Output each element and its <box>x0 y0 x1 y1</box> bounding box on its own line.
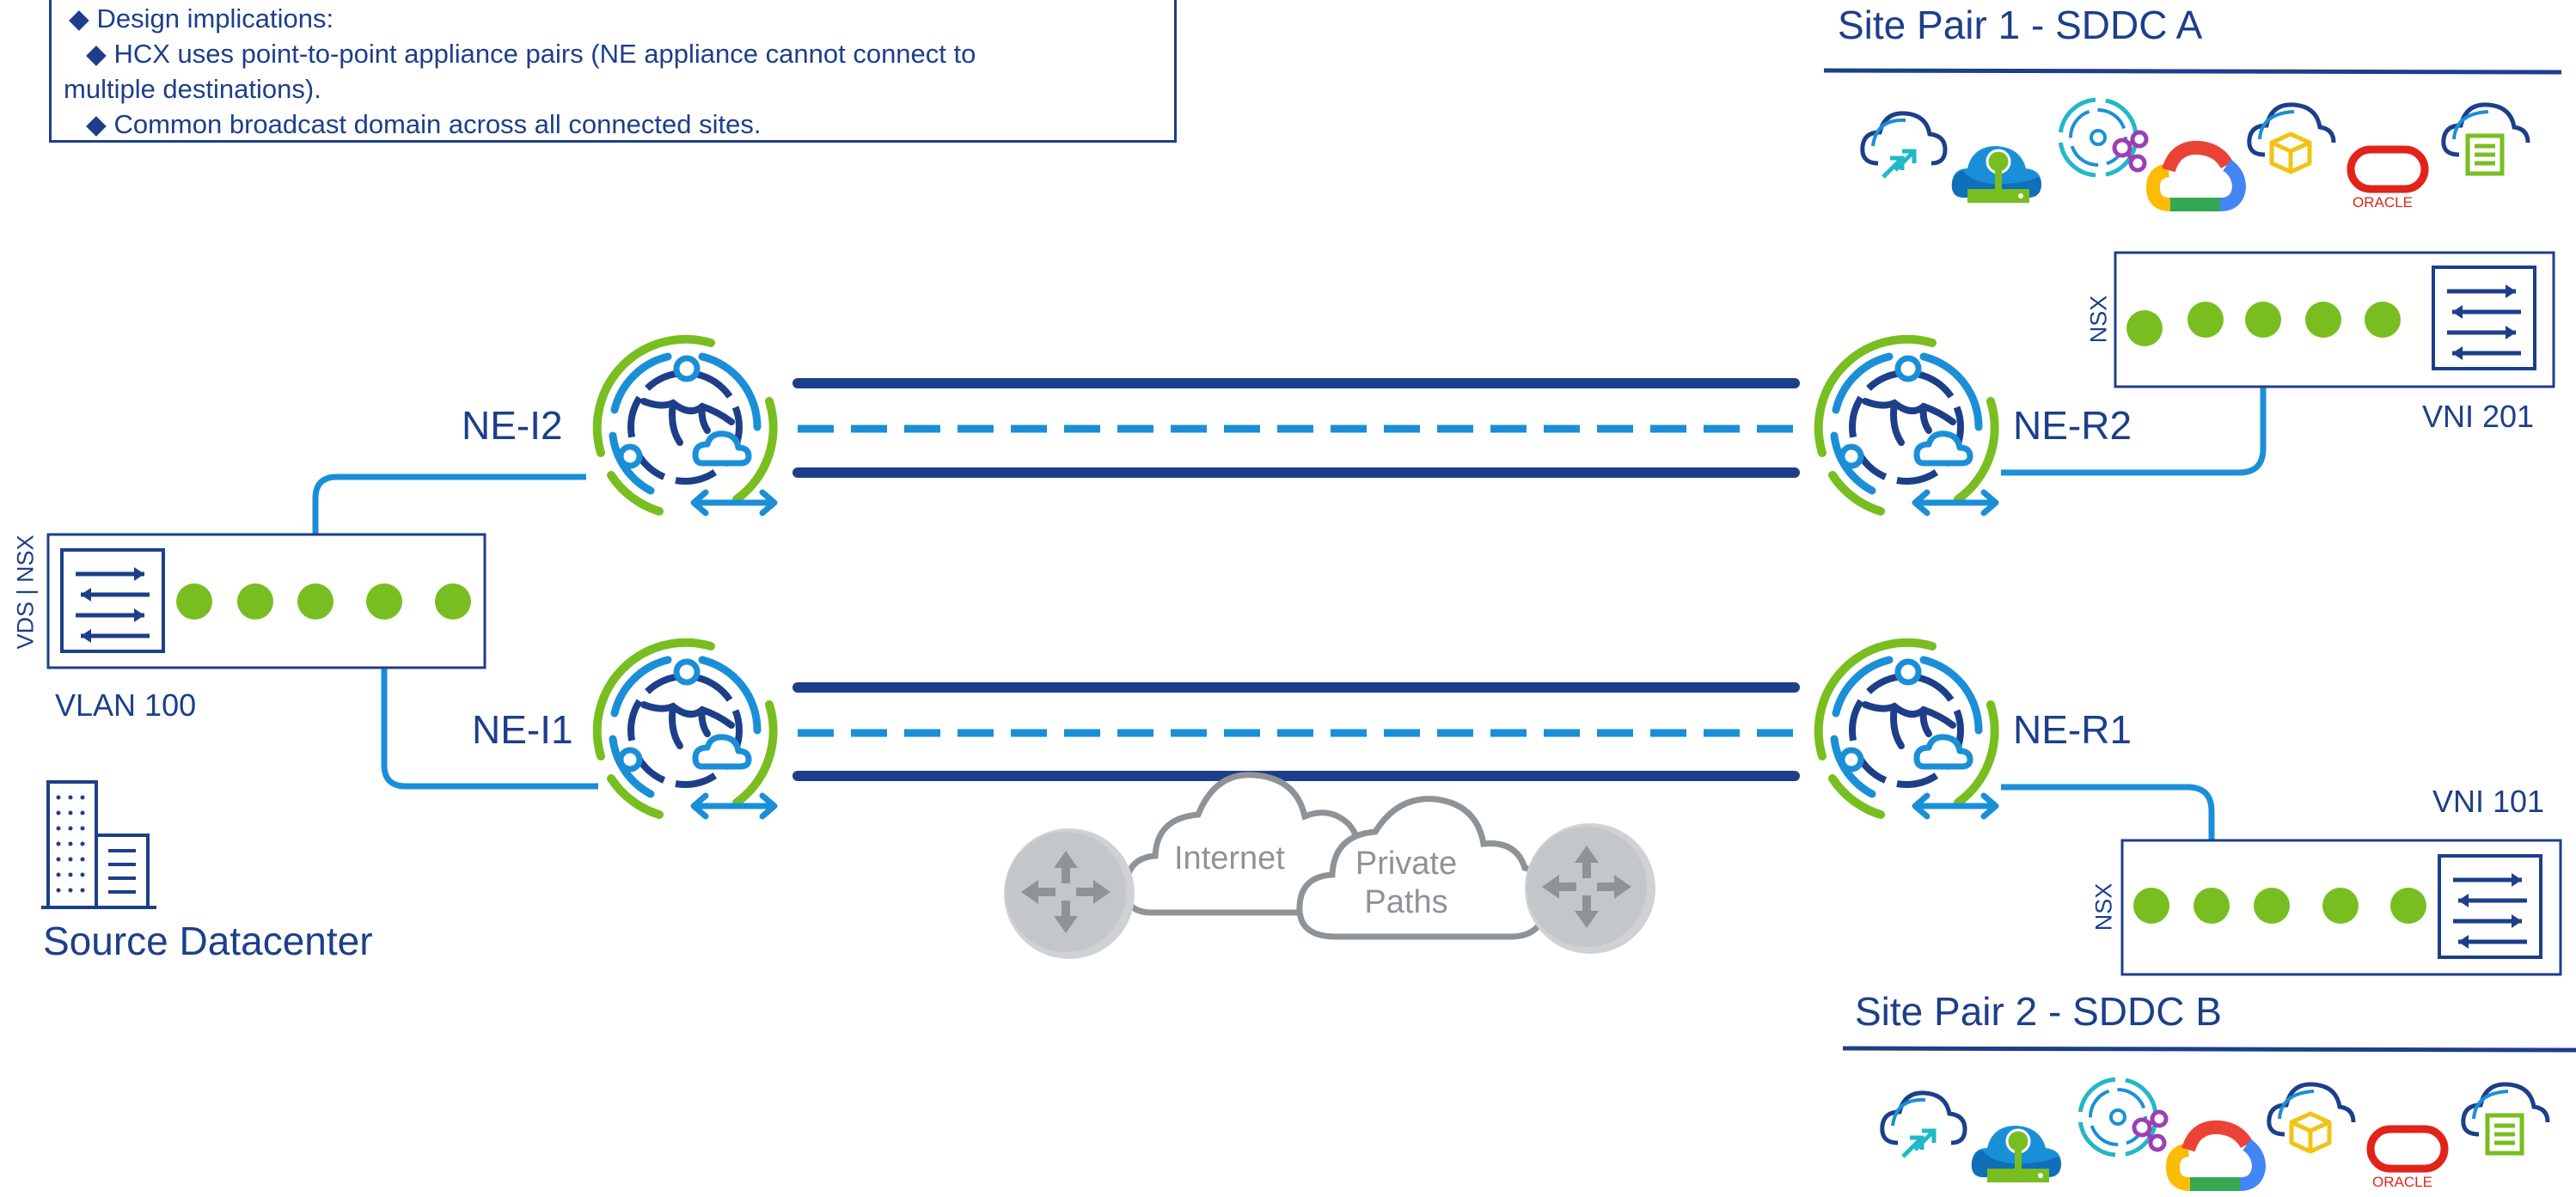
port-dots <box>2126 302 2401 346</box>
ne-i1-appliance-icon <box>597 643 774 816</box>
design-notes-box: ◆ Design implications: ◆ HCX uses point-… <box>49 0 1177 143</box>
vni-201-label: VNI 201 <box>2422 399 2535 434</box>
notes-heading-text: Design implications: <box>96 3 334 34</box>
ne-i1-label: NE-I1 <box>472 707 573 752</box>
site-1-rule <box>1823 68 2562 75</box>
tunnel-top <box>792 378 1800 478</box>
notes-heading: ◆ Design implications: <box>69 3 334 34</box>
oracle-wordmark-1: ORACLE <box>2353 194 2413 211</box>
private-paths-line-2: Paths <box>1364 884 1448 920</box>
site-2-rule <box>1842 1046 2576 1053</box>
source-switch <box>46 533 486 669</box>
notes-bullet-1-text: HCX uses point-to-point appliance pairs … <box>113 39 976 69</box>
wan-cloud <box>1123 772 1551 940</box>
site-1-nsx-label: NSX <box>2085 295 2112 344</box>
notes-bullet-2: ◆ Common broadcast domain across all con… <box>86 109 762 139</box>
vlan-label: VLAN 100 <box>55 687 197 723</box>
switch-icon <box>2433 267 2535 369</box>
switch-icon <box>62 550 163 651</box>
site-2-nsx-label: NSX <box>2090 882 2117 931</box>
router-icon-right <box>1525 823 1655 954</box>
source-datacenter-title: Source Datacenter <box>43 919 373 963</box>
notes-bullet-1: ◆ HCX uses point-to-point appliance pair… <box>86 39 976 69</box>
ne-r1-label: NE-R1 <box>2013 707 2132 752</box>
ne-i2-label: NE-I2 <box>462 403 563 448</box>
site-pair-2-title: Site Pair 2 - SDDC B <box>1855 989 2222 1034</box>
segment-links <box>312 318 2267 902</box>
internet-label: Internet <box>1174 840 1285 876</box>
ne-i2-appliance-icon <box>597 339 774 513</box>
switch-icon <box>2439 856 2541 957</box>
vni-101-label: VNI 101 <box>2432 784 2545 819</box>
port-dots <box>176 583 471 620</box>
port-dots <box>2133 888 2426 924</box>
oracle-wordmark-2: ORACLE <box>2372 1174 2432 1190</box>
private-paths-line-1: Private <box>1355 846 1458 882</box>
notes-bullet-2-text: Common broadcast domain across all conne… <box>113 109 762 139</box>
tunnel-bottom <box>792 682 1800 781</box>
site-2-switch <box>2120 839 2562 976</box>
private-paths-label: Private Paths <box>1346 846 1466 921</box>
ne-r2-appliance-icon <box>1819 339 1996 513</box>
site-2-cloud-logos <box>1882 1079 2548 1184</box>
notes-bullet-1-cont: multiple destinations). <box>64 74 321 104</box>
ne-r2-label: NE-R2 <box>2013 403 2132 448</box>
vds-nsx-label: VDS | NSX <box>12 534 39 650</box>
router-icon-left <box>1004 828 1135 959</box>
building-icon <box>41 780 156 909</box>
site-1-switch <box>2114 251 2555 388</box>
ne-r1-appliance-icon <box>1819 643 1996 816</box>
site-pair-1-title: Site Pair 1 - SDDC A <box>1838 3 2203 47</box>
site-1-cloud-logos <box>1863 100 2528 205</box>
